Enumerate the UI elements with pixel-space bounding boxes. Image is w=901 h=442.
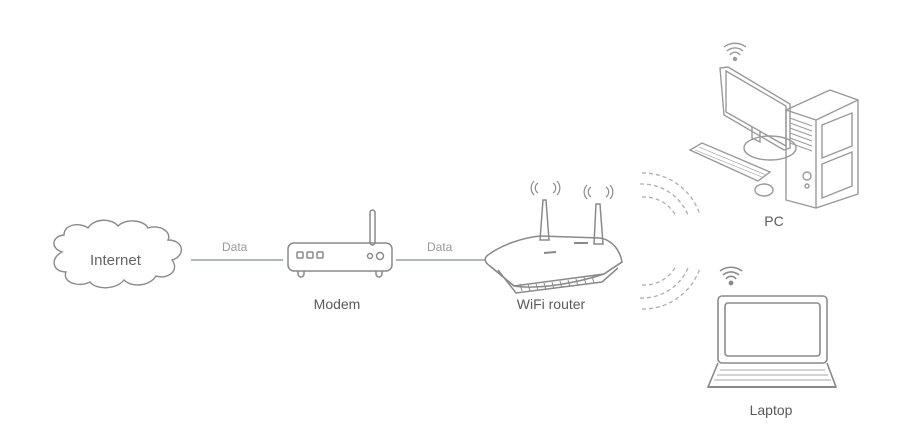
- wifi-icon: [719, 266, 743, 286]
- node-label-pc: PC: [764, 213, 784, 229]
- modem-icon: [287, 209, 393, 278]
- laptop-icon: [706, 266, 838, 388]
- wireless-signal-pc: [639, 172, 701, 217]
- wifi-icon: [723, 42, 747, 62]
- node-label-internet: Internet: [90, 252, 141, 269]
- node-label-router: WiFi router: [516, 296, 586, 312]
- wireless-signal-laptop: [639, 265, 701, 310]
- node-label-modem: Modem: [313, 296, 361, 312]
- desktop-pc-icon: [688, 42, 859, 209]
- node-label-laptop: Laptop: [749, 402, 793, 418]
- cloud-icon: [53, 219, 182, 289]
- edge-label-internet-modem: Data: [222, 240, 248, 254]
- wifi-router-icon: [484, 180, 623, 294]
- edge-label-modem-router: Data: [427, 240, 453, 254]
